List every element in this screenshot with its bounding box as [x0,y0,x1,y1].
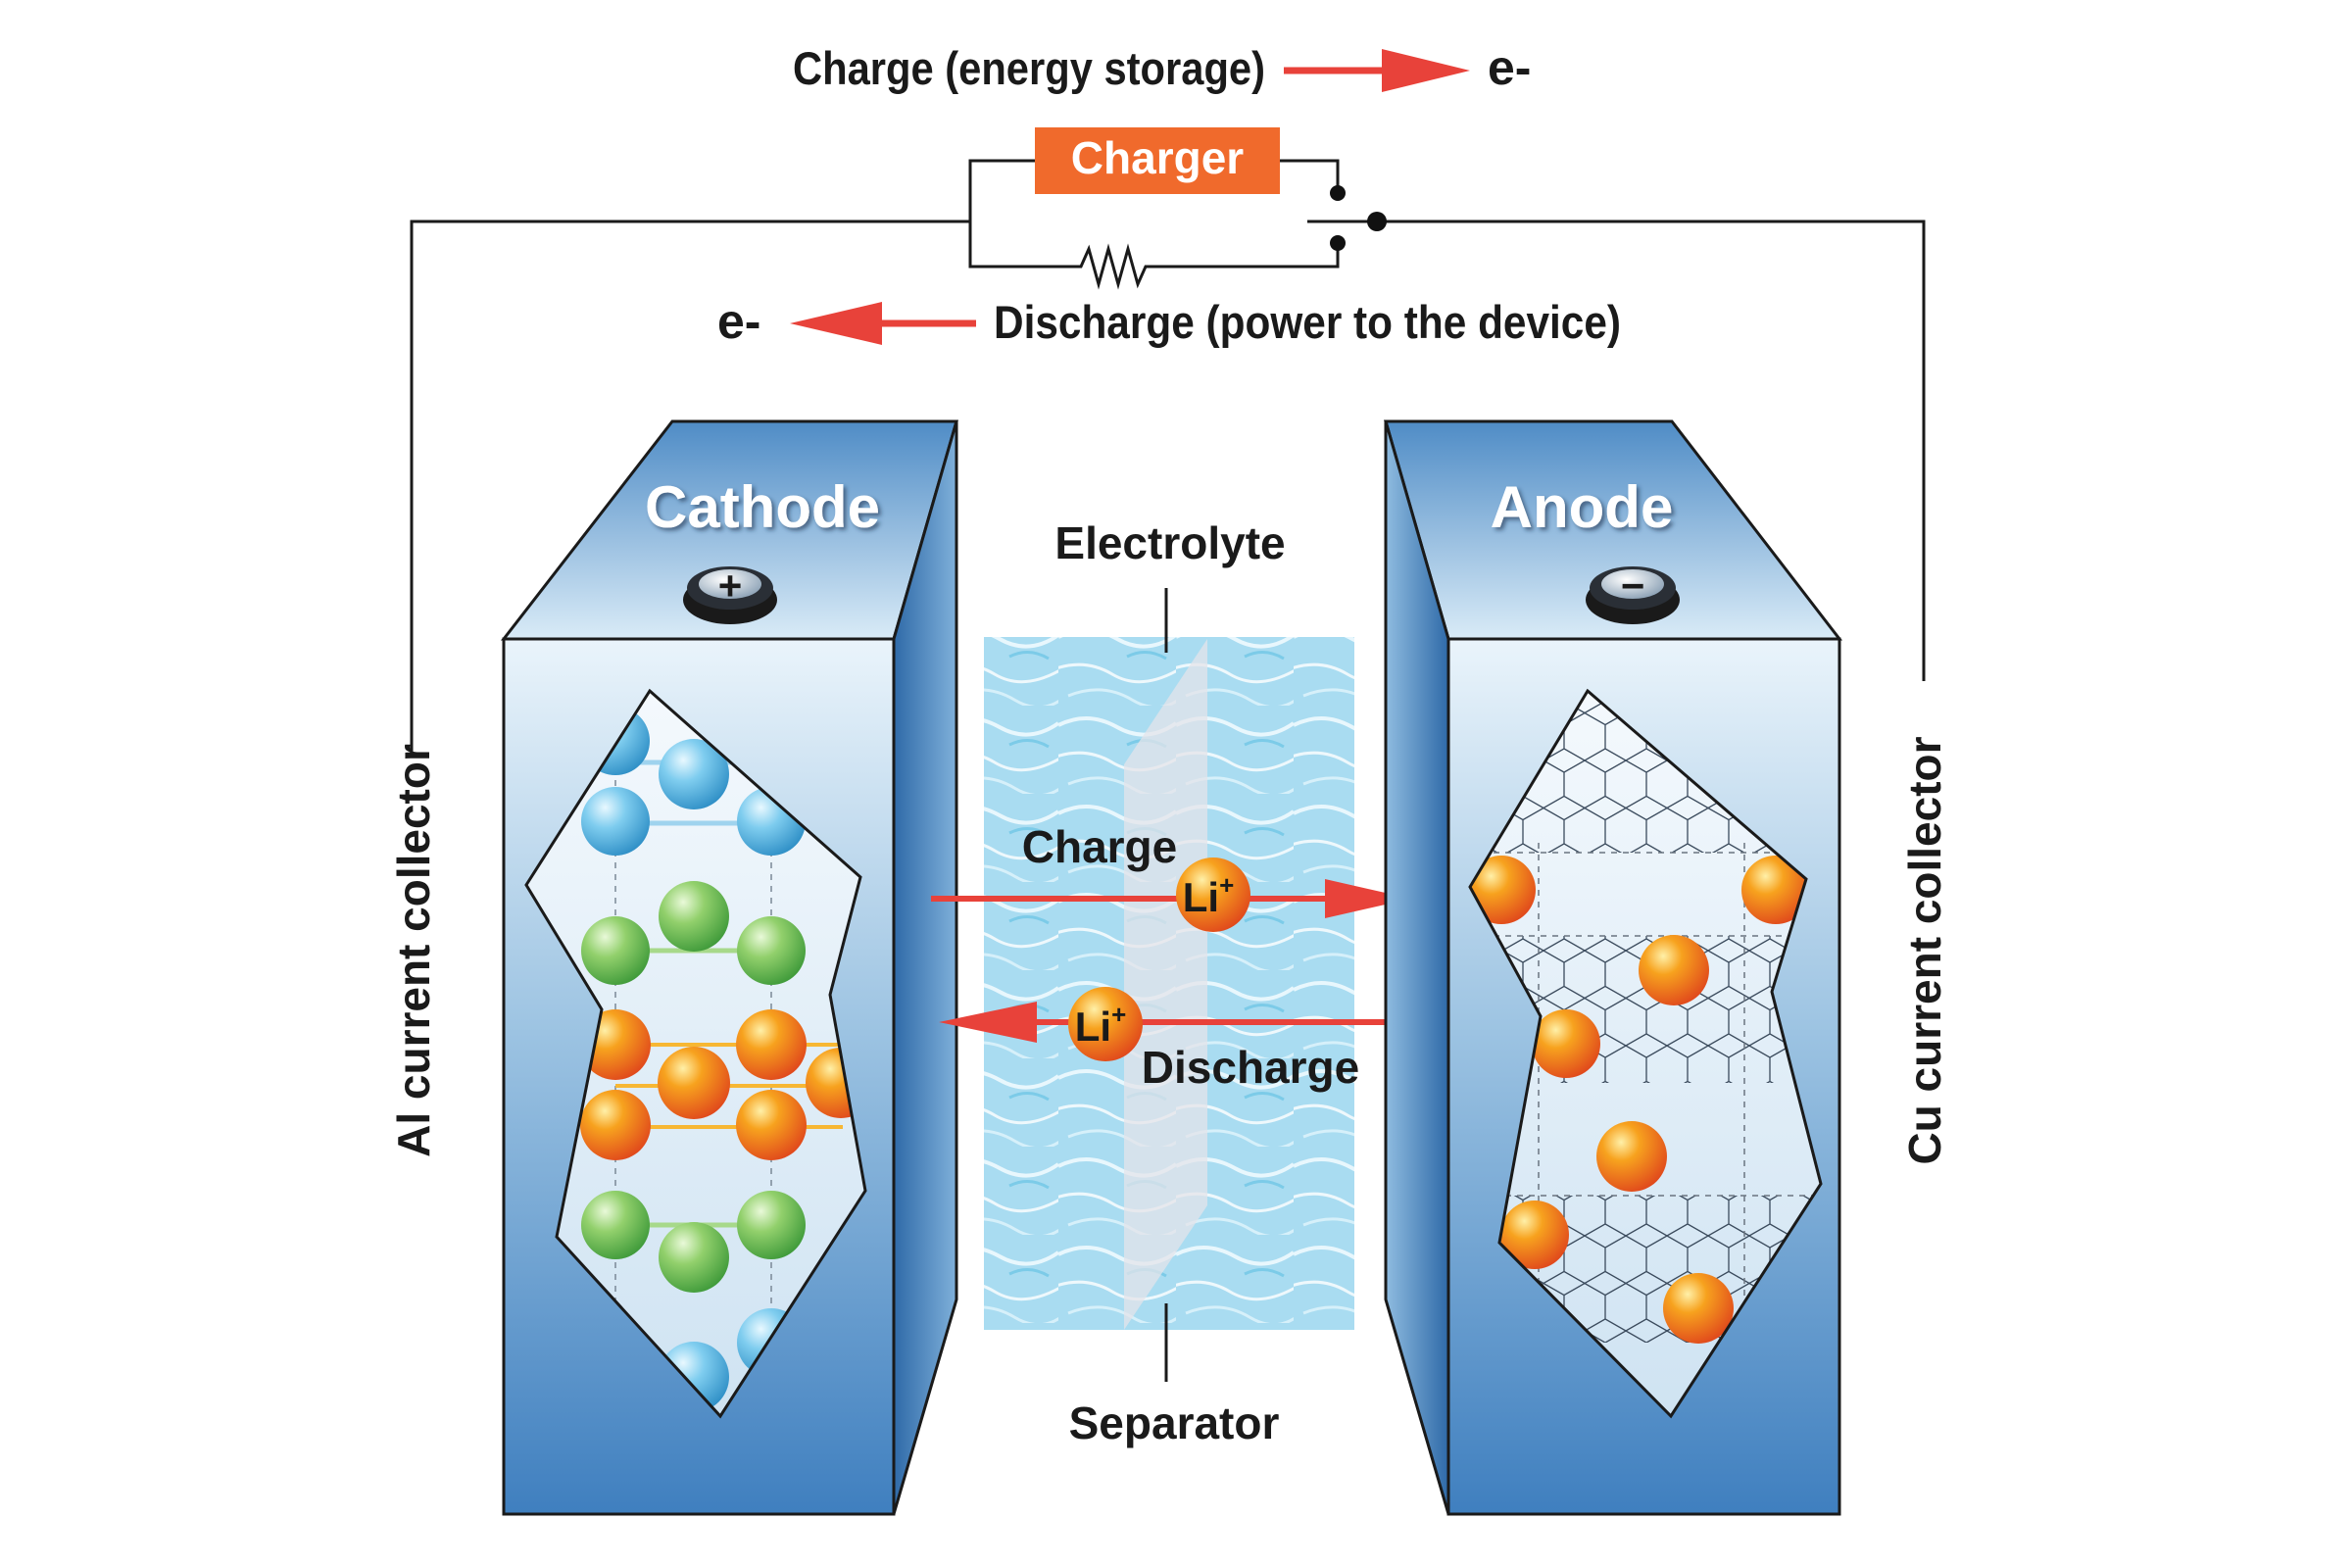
left-collector-wire [410,220,970,755]
lithium-ion-discharge [1068,987,1143,1061]
charger-branch-wire [968,159,1035,221]
al-collector-label: Al current collector [388,744,439,1157]
resistor-branch-wire [968,221,1340,290]
charge-flow-label: Charge [1022,821,1177,872]
anode-cutaway-outline [1468,688,1823,1419]
separator [1124,639,1207,1330]
cathode-cutaway-outline [524,688,867,1419]
anode-terminal [1586,566,1680,624]
cathode-label: Cathode [645,474,880,540]
discharge-electron-label: e- [717,294,760,349]
anode-label: Anode [1491,474,1674,540]
cu-collector-label: Cu current collector [1899,736,1950,1164]
charger-branch-wire-right [1280,159,1340,189]
ion-bottom-symbol: Li+ [1075,1000,1127,1050]
cathode-sign: + [718,563,743,609]
lithium-ion-charge [1176,858,1250,932]
oxygen-atoms [581,881,806,1293]
anode-lithium-atoms [1470,856,1810,1344]
graphite-layers [1470,691,1821,1392]
electrolyte-label: Electrolyte [1054,517,1285,568]
charge-title: Charge (energy storage) [793,42,1265,94]
switch-contact-bottom [1330,235,1346,251]
discharge-electron-arrow [790,302,976,345]
ion-top-symbol: Li+ [1183,870,1235,920]
cathode-electrode: + Cathode [500,419,958,1516]
discharge-flow-label: Discharge [1142,1042,1359,1093]
switch-contact-top [1330,185,1346,201]
right-collector-wire [1377,220,1926,681]
separator-label: Separator [1069,1397,1280,1448]
anode-electrode: − Anode [1384,419,1843,1516]
switch-pivot [1367,212,1387,231]
discharge-title: Discharge (power to the device) [994,296,1621,348]
anode-sign: − [1621,563,1645,609]
charge-electron-arrow [1284,49,1470,92]
charge-ion-arrow [931,879,1411,918]
cathode-terminal [683,566,777,624]
charger-label: Charger [1071,132,1244,183]
charger-box [1035,127,1280,194]
charge-electron-label: e- [1488,40,1531,95]
external-circuit [410,159,1926,755]
